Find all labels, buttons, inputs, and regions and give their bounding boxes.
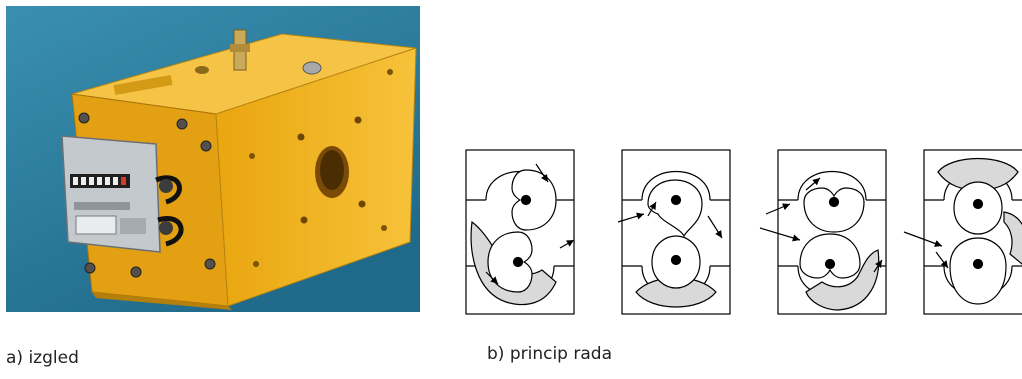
operating-principle-diagram — [466, 142, 1022, 322]
principle-frame-4 — [904, 150, 1022, 314]
caption-appearance: a) izgled — [6, 348, 79, 368]
principle-frame-2 — [618, 150, 730, 314]
gas-meter-photo — [6, 6, 420, 312]
caption-principle: b) princip rada — [487, 344, 612, 364]
principle-frame-3 — [760, 150, 886, 314]
principle-frame-1 — [466, 150, 574, 314]
counter-plate — [62, 136, 160, 252]
